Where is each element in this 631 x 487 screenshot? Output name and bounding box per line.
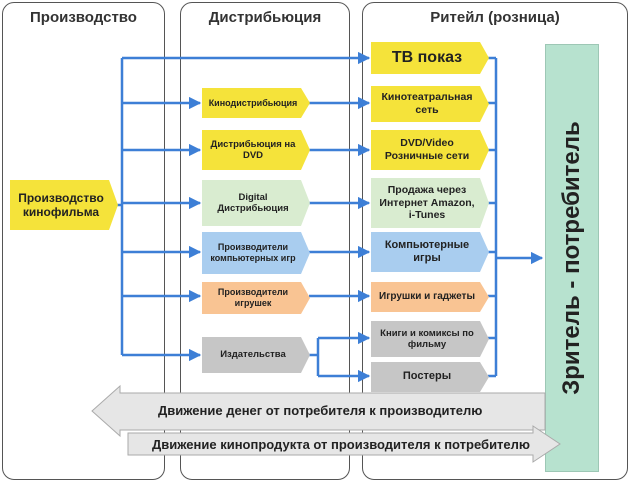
column-title-distribution: Дистрибьюция (208, 9, 322, 26)
dvd-retail-box: DVD/Video Розничные сети (371, 130, 489, 170)
production-box-label: Производство кинофильма (18, 190, 104, 219)
digital-distribution-label: Digital Дистрибьюция (217, 191, 289, 214)
publishers-label: Издательства (220, 349, 286, 361)
tv-box: ТВ показ (371, 42, 489, 74)
game-makers-box: Производители компьютерных игр (202, 232, 310, 274)
dvd-distribution-box: Дистрибьюция на DVD (202, 130, 310, 170)
column-title-production: Производство (30, 9, 137, 26)
tv-label: ТВ показ (391, 49, 463, 67)
games-label: Компьютерные игры (384, 238, 470, 264)
dvd-distribution-label: Дистрибьюция на DVD (210, 138, 296, 161)
toys-label: Игрушки и гаджеты (379, 291, 475, 302)
books-label: Книги и комиксы по фильму (380, 327, 474, 350)
toys-box: Игрушки и гаджеты (371, 282, 489, 312)
cinemas-box: Кинотеатральная сеть (371, 86, 489, 122)
toy-makers-label: Производители игрушек (217, 287, 289, 308)
column-production: Производство (2, 2, 165, 480)
cinema-distribution-box: Кинодистрибьюция (202, 88, 310, 118)
dvd-retail-label: DVD/Video Розничные сети (384, 137, 470, 162)
product-flow-arrow (127, 425, 561, 463)
cinemas-label: Кинотеатральная сеть (381, 91, 473, 116)
online-box: Продажа через Интернет Amazon, i-Tunes (371, 178, 489, 228)
column-title-retail: Ритейл (розница) (430, 9, 560, 26)
product-flow-label: Движение кинопродукта от производителя к… (152, 437, 531, 452)
publishers-box: Издательства (202, 337, 310, 373)
game-makers-label: Производители компьютерных игр (210, 242, 296, 263)
posters-label: Постеры (402, 370, 452, 383)
consumer-bar: Зритель - потребитель (545, 44, 599, 472)
books-box: Книги и комиксы по фильму (371, 321, 489, 357)
toy-makers-box: Производители игрушек (202, 282, 310, 314)
production-box: Производство кинофильма (10, 180, 118, 230)
digital-distribution-box: Digital Дистрибьюция (202, 180, 310, 226)
games-box: Компьютерные игры (371, 232, 489, 272)
online-label: Продажа через Интернет Amazon, i-Tunes (379, 184, 475, 222)
cinema-distribution-label: Кинодистрибьюция (208, 97, 298, 108)
money-flow-label: Движение денег от потребителя к производ… (158, 403, 483, 418)
money-flow-arrow (91, 384, 546, 438)
posters-box: Постеры (371, 362, 489, 392)
